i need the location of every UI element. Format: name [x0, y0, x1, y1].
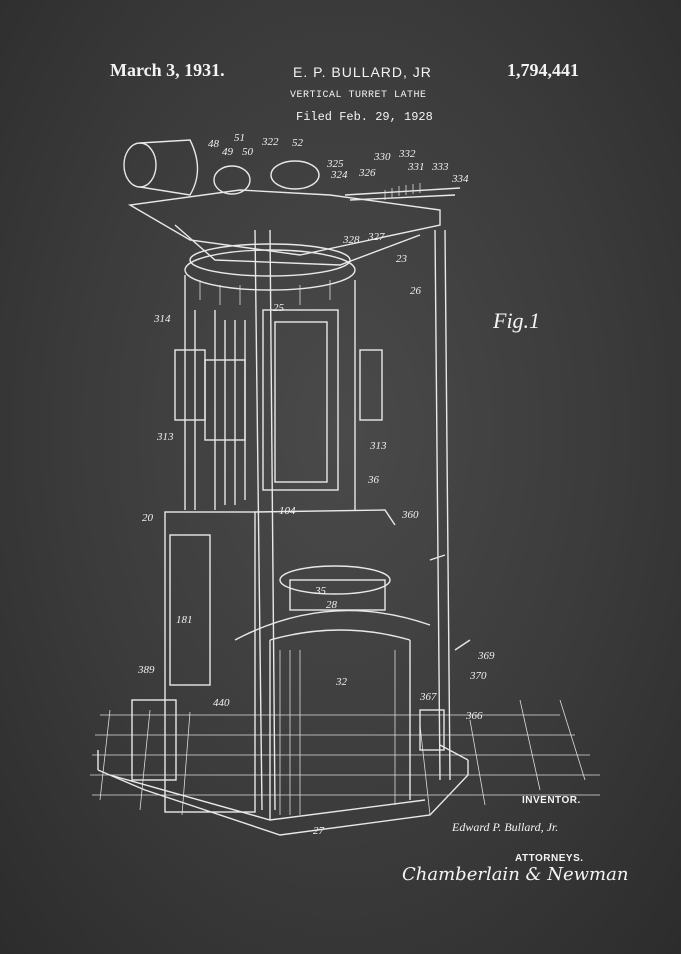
inventor-name: E. P. BULLARD, JR — [293, 64, 432, 80]
ref-313a: 313 — [156, 431, 174, 443]
ref-27: 27 — [313, 825, 325, 837]
ref-325: 325 — [326, 158, 344, 170]
ref-32: 32 — [335, 676, 348, 688]
ref-366: 366 — [465, 710, 483, 722]
upper-body — [174, 243, 383, 510]
ref-181: 181 — [176, 614, 193, 626]
ref-50: 50 — [242, 146, 254, 158]
ref-313b: 313 — [369, 440, 387, 452]
ref-314: 314 — [153, 313, 171, 325]
ref-322: 322 — [261, 136, 279, 148]
ref-48: 48 — [208, 138, 220, 150]
ref-367: 367 — [419, 691, 437, 703]
ref-52: 52 — [292, 137, 304, 149]
ref-36: 36 — [367, 474, 380, 486]
figure-label: Fig.1 — [493, 308, 541, 333]
ref-334: 334 — [451, 173, 469, 185]
ref-26: 26 — [410, 285, 422, 297]
floor-hatching — [90, 699, 600, 816]
ref-35: 35 — [314, 585, 327, 597]
ref-370: 370 — [469, 670, 487, 682]
ref-328: 328 — [342, 234, 360, 246]
ref-51: 51 — [234, 132, 245, 144]
ref-23: 23 — [396, 253, 408, 265]
top-housing — [123, 139, 461, 266]
lower-body — [131, 509, 445, 820]
ref-327: 327 — [367, 231, 385, 243]
base — [97, 744, 469, 836]
reference-numerals: 48 51 322 52 49 50 325 330 332 331 333 3… — [137, 132, 495, 837]
ref-25: 25 — [273, 302, 285, 314]
ref-389: 389 — [137, 664, 155, 676]
attorneys-signature: Chamberlain & Newman — [402, 864, 629, 885]
patent-number: 1,794,441 — [507, 60, 579, 80]
attorneys-label: ATTORNEYS. — [515, 853, 584, 864]
patent-title: VERTICAL TURRET LATHE — [290, 90, 427, 101]
ref-49: 49 — [222, 146, 234, 158]
ref-369: 369 — [477, 650, 495, 662]
inventor-label: INVENTOR. — [522, 795, 581, 806]
ref-330: 330 — [373, 151, 391, 163]
ref-440: 440 — [213, 697, 230, 709]
ref-326: 326 — [358, 167, 376, 179]
inventor-signature: Edward P. Bullard, Jr. — [452, 820, 559, 834]
ref-20: 20 — [142, 512, 154, 524]
ref-332: 332 — [398, 148, 416, 160]
patent-date: March 3, 1931. — [110, 60, 225, 80]
filed-date: Filed Feb. 29, 1928 — [296, 110, 433, 124]
tie-rods — [254, 229, 471, 811]
ref-28: 28 — [326, 599, 338, 611]
ref-104: 104 — [279, 505, 296, 517]
ref-324: 324 — [330, 169, 348, 181]
ref-331: 331 — [407, 161, 425, 173]
ref-360: 360 — [401, 509, 419, 521]
ref-333: 333 — [431, 161, 449, 173]
